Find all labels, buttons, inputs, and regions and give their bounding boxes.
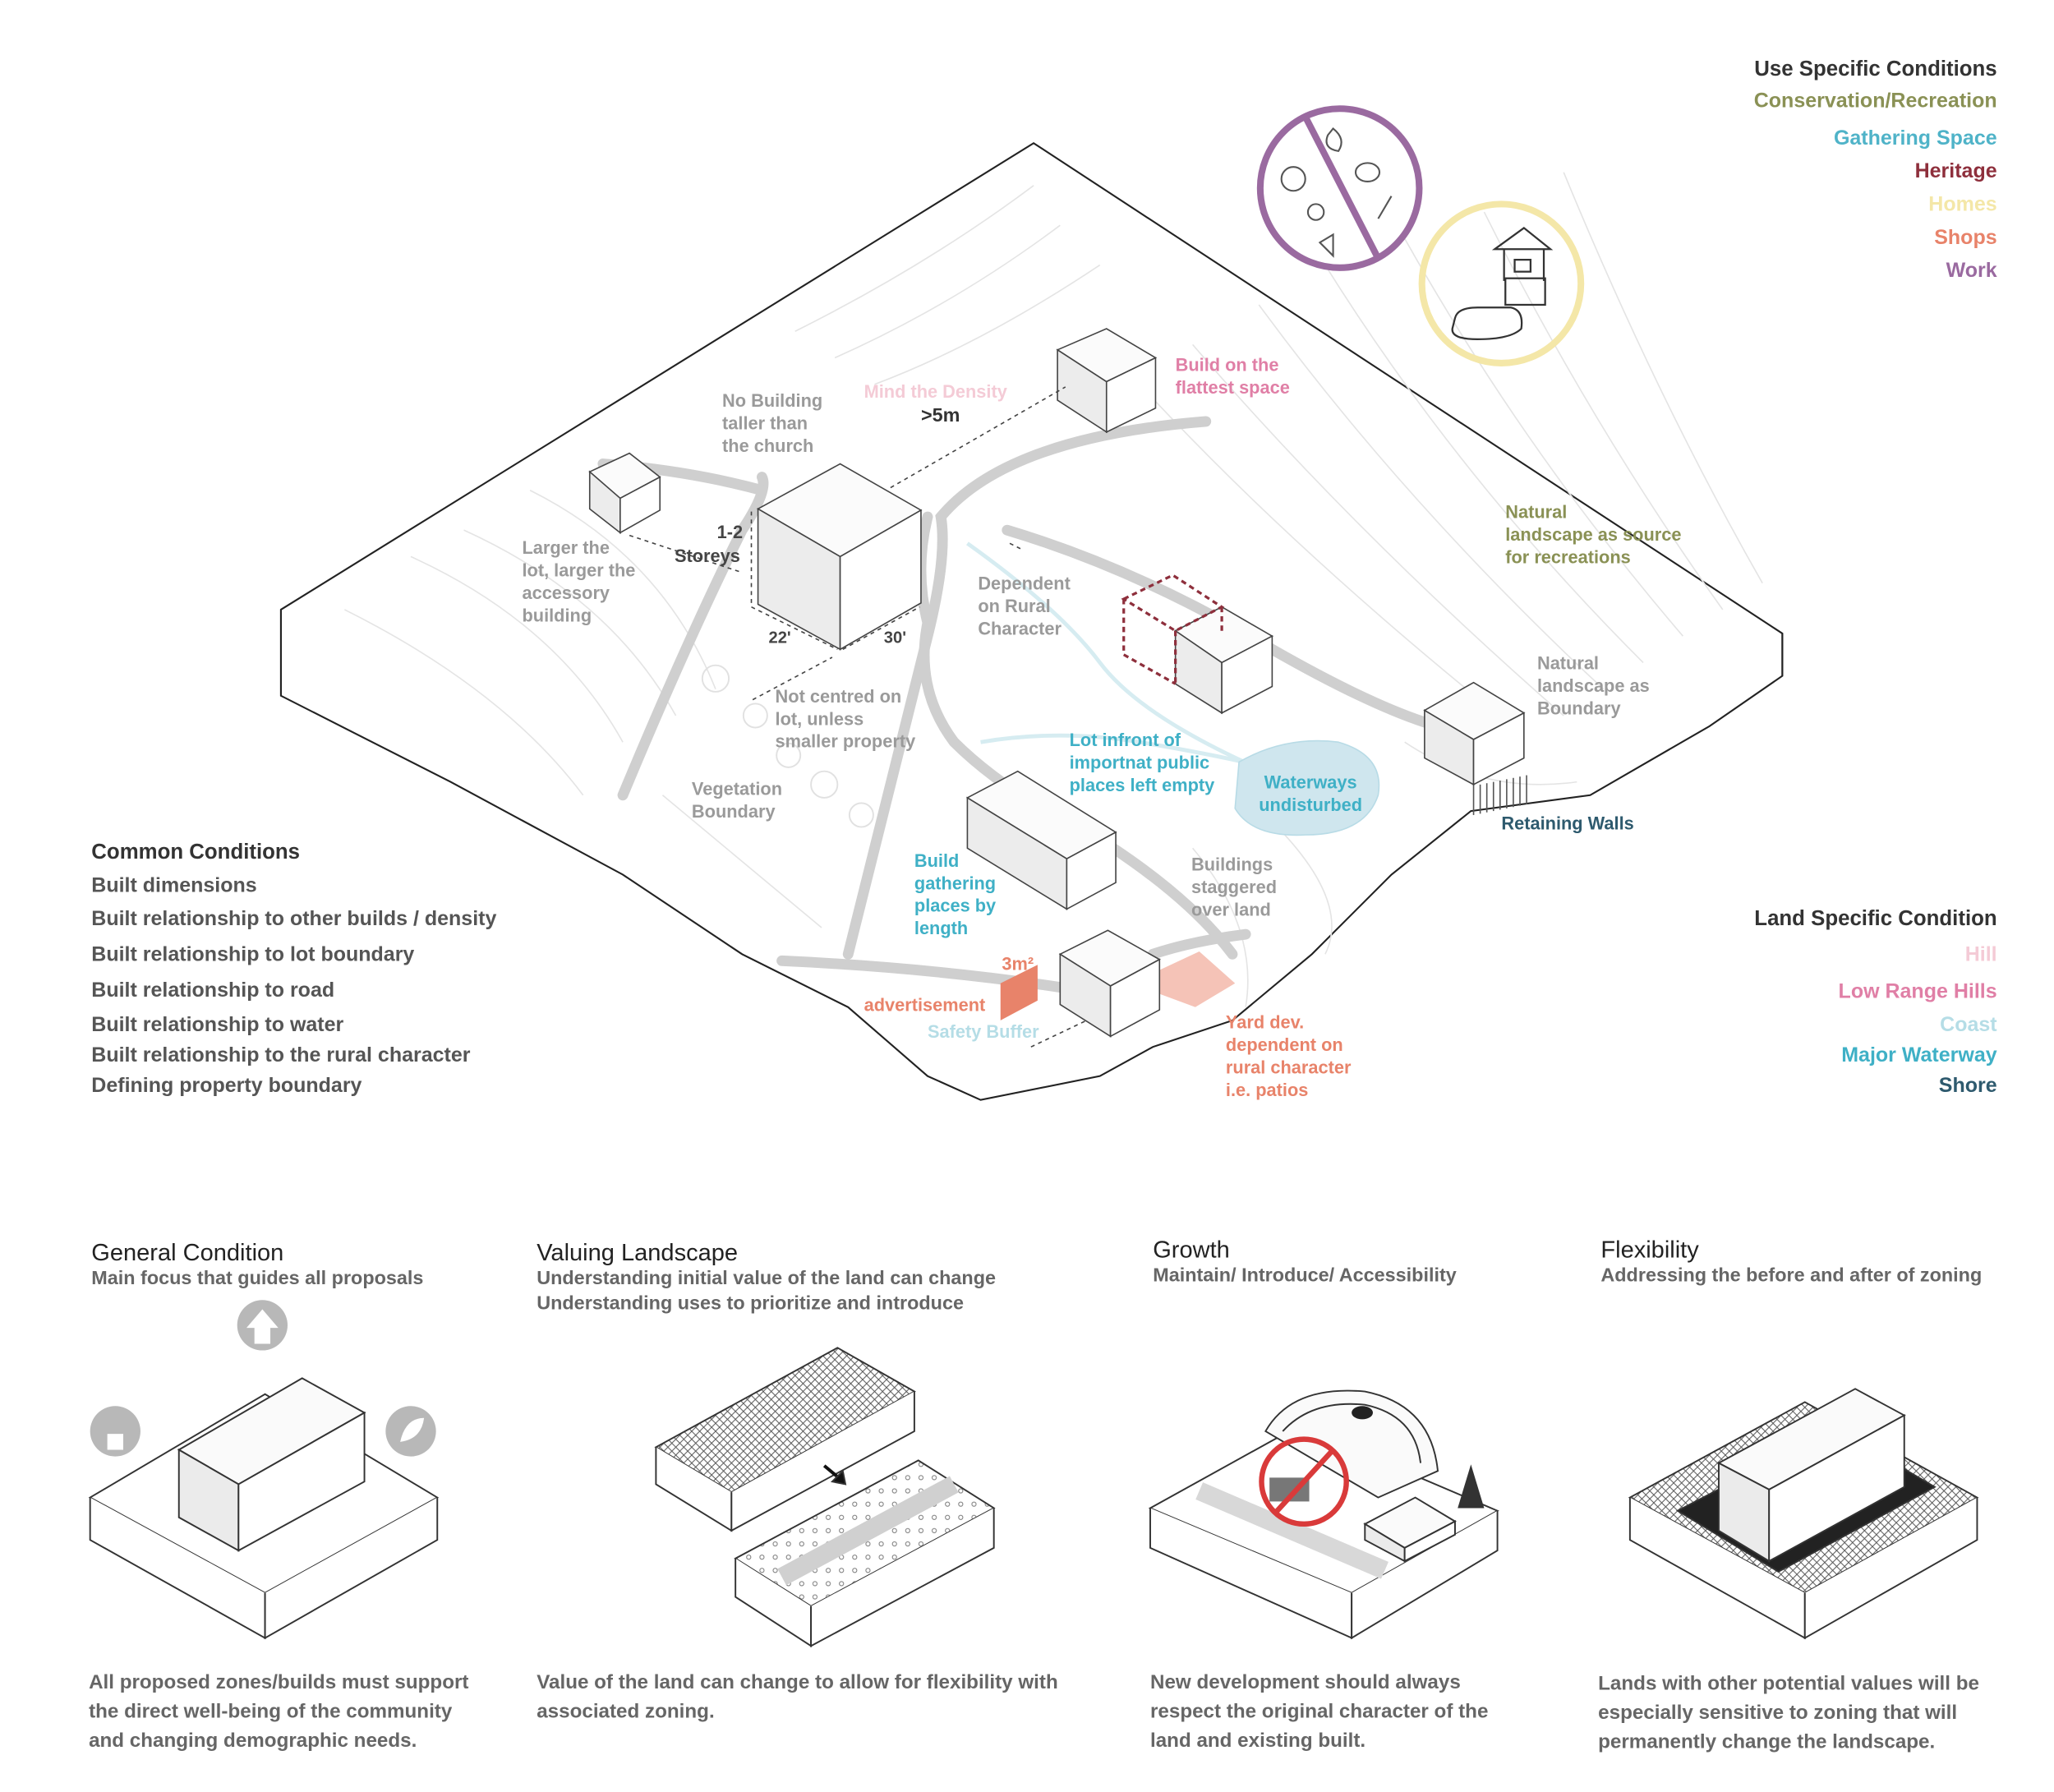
terrain-block (279, 141, 1784, 1101)
label-advertisement: advertisement (864, 995, 986, 1016)
growth-subtitle: Maintain/ Introduce/ Accessibility (1153, 1265, 1457, 1288)
well-icon (1418, 200, 1585, 366)
legend-item: Shore (1938, 1075, 1997, 1098)
label-storeys: Storeys (674, 546, 740, 566)
growth-title: Growth (1153, 1236, 1230, 1264)
valuing-landscape-illustration (654, 1347, 996, 1648)
label-natural-boundary: Natural landscape as Boundary (1536, 653, 1650, 719)
flexibility-subtitle: Addressing the before and after of zonin… (1600, 1265, 1983, 1288)
label-no-building: No Building taller than the church (722, 390, 823, 456)
flexibility-title: Flexibility (1600, 1236, 1699, 1264)
label-natural-recreation: Natural landscape as source for recreati… (1505, 502, 1682, 568)
common-condition-item: Built dimensions (91, 874, 257, 897)
general-condition-illustration (88, 1300, 440, 1640)
heritage-building (1121, 574, 1274, 715)
yard-patch (1159, 951, 1236, 1007)
common-condition-item: Built relationship to road (91, 979, 335, 1002)
legend-item: Work (1946, 260, 1997, 283)
flexibility-illustration (1628, 1388, 1979, 1640)
streams (966, 541, 1273, 771)
label-mind-density: Mind the Density (864, 381, 1007, 402)
retaining-walls (1472, 775, 1527, 815)
general-condition-title: General Condition (91, 1239, 284, 1266)
flat-space-building (1056, 328, 1158, 434)
flexibility-description: Lands with other potential values will b… (1598, 1672, 1979, 1753)
growth-illustration (1148, 1389, 1499, 1640)
label-build-gathering: Build gathering places by length (914, 850, 997, 938)
legend-item: Heritage (1914, 160, 1997, 183)
label-yard: Yard dev. dependent on rural character i… (1225, 1012, 1352, 1100)
vegetation-trees (701, 664, 874, 828)
legend-item: Hill (1964, 943, 1997, 966)
legend-item: Conservation/Recreation (1753, 90, 1997, 113)
prohibition-icon (1256, 105, 1423, 271)
label-area-3m2: 3m² (1002, 954, 1034, 974)
legend-item: Gathering Space (1833, 127, 1997, 150)
label-retaining-walls: Retaining Walls (1501, 813, 1634, 834)
legend-item: Coast (1940, 1013, 1997, 1037)
legend-item: Homes (1928, 193, 1997, 216)
use-legend-title: Use Specific Conditions (1754, 58, 1997, 81)
common-condition-item: Defining property boundary (91, 1075, 362, 1098)
boundary-building (1423, 681, 1526, 786)
label-lot-infront: Lot infront of importnat public places l… (1069, 730, 1215, 795)
label-not-centred: Not centred on lot, unless smaller prope… (775, 686, 916, 752)
valuing-landscape-description: Value of the land can change to allow fo… (537, 1670, 1058, 1723)
growth-description: New development should always respect th… (1149, 1670, 1489, 1753)
label-vegetation: Vegetation Boundary (691, 779, 783, 822)
general-condition-description: All proposed zones/builds must support t… (89, 1670, 469, 1753)
legend-item: Low Range Hills (1838, 980, 1997, 1003)
label-dim-22: 22' (768, 628, 791, 647)
main-building (756, 463, 923, 651)
accessory-building (588, 452, 661, 535)
legend-item: Major Waterway (1841, 1043, 1997, 1067)
shop-building (1058, 929, 1161, 1038)
dimension-lines (629, 386, 1087, 1048)
common-conditions-title: Common Conditions (91, 841, 301, 864)
label-build-flattest: Build on the flattest space (1175, 355, 1290, 398)
general-condition-subtitle: Main focus that guides all proposals (91, 1268, 424, 1290)
label-staggered: Buildings staggered over land (1190, 855, 1278, 920)
common-condition-item: Built relationship to lot boundary (91, 943, 415, 966)
label-dim-30: 30' (883, 628, 907, 647)
common-condition-item: Built relationship to the rural characte… (91, 1043, 471, 1067)
common-condition-item: Built relationship to other builds / den… (91, 907, 497, 931)
label-storeys-num: 1-2 (716, 522, 744, 542)
label-larger-lot: Larger the lot, larger the accessory bui… (522, 537, 636, 626)
lake (1234, 739, 1380, 836)
label-gt5m: >5m (920, 405, 960, 427)
gathering-building (965, 770, 1117, 910)
land-legend-title: Land Specific Condition (1754, 907, 1997, 931)
advertisement-sign (1000, 965, 1038, 1020)
valuing-landscape-title: Valuing Landscape (537, 1239, 739, 1266)
legend-item: Shops (1934, 226, 1997, 250)
common-condition-item: Built relationship to water (91, 1013, 344, 1037)
label-dependent: Dependent on Rural Character (978, 574, 1071, 639)
label-waterways: Waterways undisturbed (1259, 772, 1363, 815)
label-safety-buffer: Safety Buffer (928, 1021, 1039, 1042)
valuing-landscape-subtitle: Understanding initial value of the land … (537, 1268, 997, 1315)
